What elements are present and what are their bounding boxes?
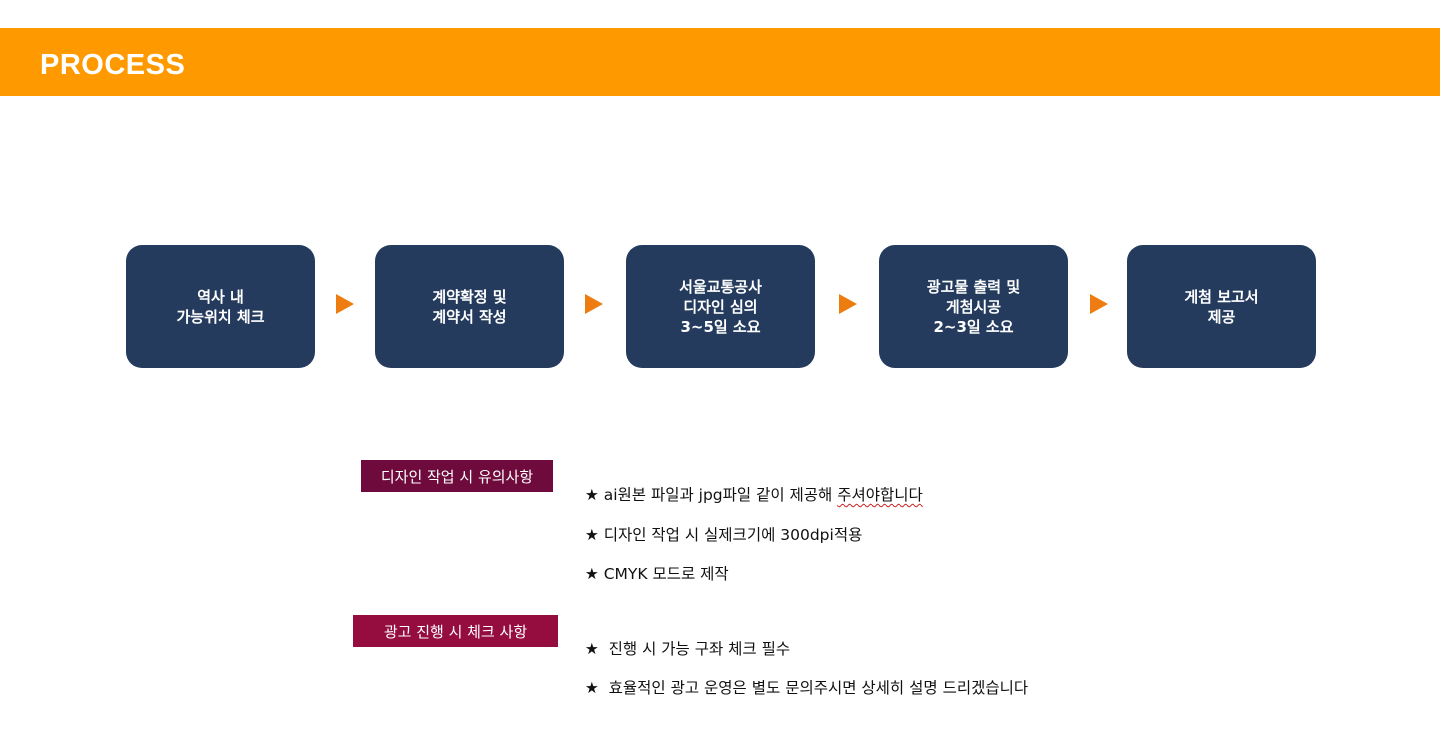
ad-check-label: 광고 진행 시 체크 사항 xyxy=(353,615,558,647)
design-note-2: ★ 디자인 작업 시 실제크기에 300dpi적용 xyxy=(575,505,863,545)
note-text: 효율적인 광고 운영은 별도 문의주시면 상세히 설명 드리겠습니다 xyxy=(598,679,1029,697)
design-note-3: ★ CMYK 모드로 제작 xyxy=(575,544,729,584)
star-icon: ★ xyxy=(584,526,599,544)
star-icon: ★ xyxy=(584,565,599,583)
ad-note-2: ★ 효율적인 광고 운영은 별도 문의주시면 상세히 설명 드리겠습니다 xyxy=(575,658,1028,698)
arrow-right-icon xyxy=(839,294,857,314)
arrow-right-icon xyxy=(585,294,603,314)
process-step-location-check: 역사 내 가능위치 체크 xyxy=(126,245,315,368)
header-banner: PROCESS xyxy=(0,28,1440,96)
note-text: ai원본 파일과 jpg파일 같이 제공해 xyxy=(598,486,838,504)
ad-note-1: ★ 진행 시 가능 구좌 체크 필수 xyxy=(575,619,790,659)
arrow-right-icon xyxy=(1090,294,1108,314)
star-icon: ★ xyxy=(584,679,599,697)
process-step-report: 게첨 보고서 제공 xyxy=(1127,245,1316,368)
process-step-print-install: 광고물 출력 및 게첨시공 2~3일 소요 xyxy=(879,245,1068,368)
note-text-marked: 주셔야합니다 xyxy=(837,486,923,504)
page-title: PROCESS xyxy=(40,49,186,81)
design-note-1: ★ ai원본 파일과 jpg파일 같이 제공해 주셔야합니다 xyxy=(575,465,923,505)
star-icon: ★ xyxy=(584,640,599,658)
process-step-contract: 계약확정 및 계약서 작성 xyxy=(375,245,564,368)
note-text: CMYK 모드로 제작 xyxy=(598,565,729,583)
note-text: 디자인 작업 시 실제크기에 300dpi적용 xyxy=(598,526,863,544)
note-text: 진행 시 가능 구좌 체크 필수 xyxy=(598,640,791,658)
arrow-right-icon xyxy=(336,294,354,314)
design-notes-label: 디자인 작업 시 유의사항 xyxy=(361,460,553,492)
star-icon: ★ xyxy=(584,486,599,504)
process-step-design-review: 서울교통공사 디자인 심의 3~5일 소요 xyxy=(626,245,815,368)
